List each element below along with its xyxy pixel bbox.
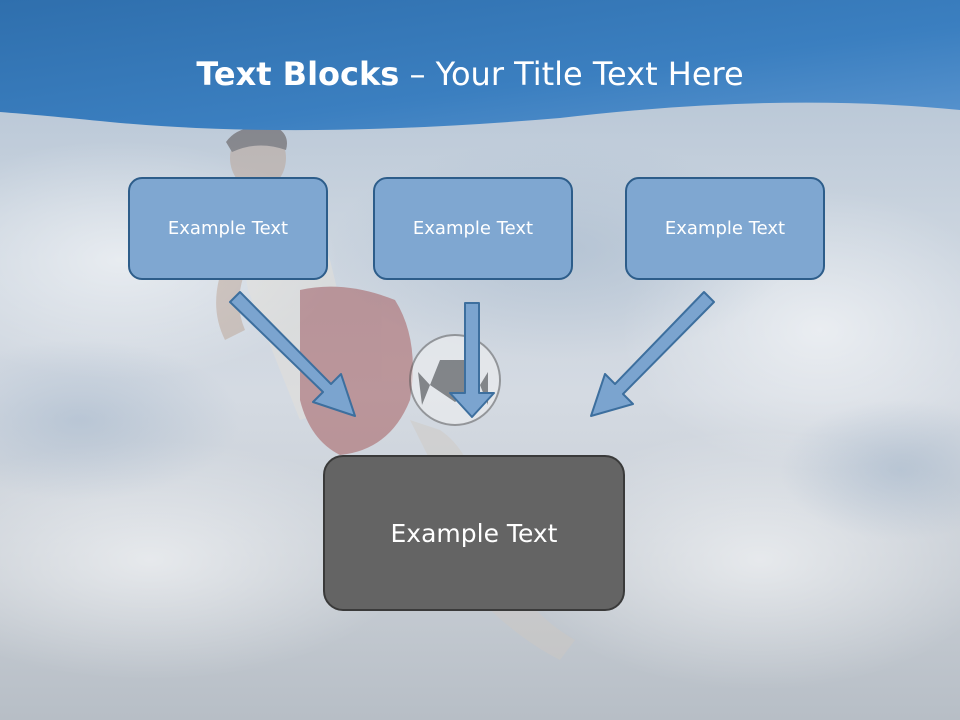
slide-title: Text Blocks – Your Title Text Here xyxy=(0,52,940,96)
arrow-center-down xyxy=(449,302,495,418)
cloud-shadow xyxy=(0,340,240,500)
cloud xyxy=(0,440,410,680)
arrow-right-down-left xyxy=(590,291,715,417)
arrows xyxy=(229,291,715,418)
soccer-ball-image xyxy=(409,334,501,426)
text-block-top-right[interactable]: Example Text xyxy=(625,177,825,280)
header-band xyxy=(0,0,960,131)
arrow-left-down-right xyxy=(229,291,356,417)
text-block-top-center[interactable]: Example Text xyxy=(373,177,573,280)
text-block-label: Example Text xyxy=(167,218,289,239)
text-block-top-left[interactable]: Example Text xyxy=(128,177,328,280)
text-block-label: Example Text xyxy=(390,518,558,548)
title-bold-text: Text Blocks xyxy=(196,55,400,93)
text-block-label: Example Text xyxy=(664,218,786,239)
title-rest-text: – Your Title Text Here xyxy=(399,55,744,93)
text-block-bottom[interactable]: Example Text xyxy=(323,455,625,611)
cloud-shadow xyxy=(780,400,960,540)
text-block-label: Example Text xyxy=(412,218,534,239)
